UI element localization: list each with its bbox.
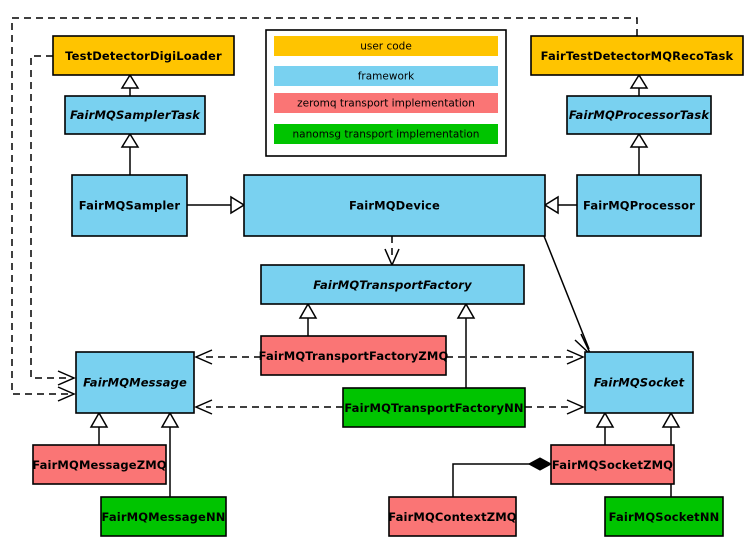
legend-item-zeromq: zeromq transport implementation <box>274 93 498 113</box>
edge-factory-zmq-to-message <box>194 349 261 365</box>
node-fair-test-detector-mq-reco-task[interactable]: FairTestDetectorMQRecoTask <box>530 35 744 76</box>
edge-factory-nn-to-message <box>194 399 343 415</box>
node-layer: TestDetectorDigiLoader FairMQSamplerTask… <box>32 35 744 537</box>
edge-device-to-transport-factory <box>384 236 400 267</box>
edge-sampler-to-device <box>187 195 246 215</box>
node-label: FairMQSocketZMQ <box>552 458 673 472</box>
edge-socket-zmq-composes-context-zmq <box>452 457 553 497</box>
legend-label-user-code: user code <box>360 41 412 53</box>
edge-digi-loader-to-message <box>30 55 76 386</box>
legend-item-user-code: user code <box>274 36 498 56</box>
node-label: FairTestDetectorMQRecoTask <box>541 49 734 63</box>
node-label: TestDetectorDigiLoader <box>65 49 222 63</box>
node-fairmq-socket-zmq[interactable]: FairMQSocketZMQ <box>550 444 675 485</box>
edge-reco-task-to-message <box>11 17 638 402</box>
node-label: FairMQSamplerTask <box>70 108 201 122</box>
edge-sampler-to-sampler-task <box>120 132 140 175</box>
legend-swatch-framework <box>274 66 498 86</box>
node-box[interactable] <box>71 174 188 237</box>
node-fairmq-device[interactable]: FairMQDevice <box>243 174 546 237</box>
node-label: FairMQSampler <box>79 199 181 213</box>
edge-sampler-task-to-digi-loader <box>120 73 140 96</box>
node-box[interactable] <box>64 95 206 135</box>
node-fairmq-transport-factory-zmq[interactable]: FairMQTransportFactoryZMQ <box>259 335 449 376</box>
node-box[interactable] <box>584 351 694 414</box>
node-label: FairMQTransportFactory <box>313 278 472 292</box>
node-fairmq-processor[interactable]: FairMQProcessor <box>576 174 702 237</box>
node-test-detector-digi-loader[interactable]: TestDetectorDigiLoader <box>52 35 235 76</box>
node-label: FairMQMessage <box>83 376 187 390</box>
node-box[interactable] <box>100 496 227 537</box>
edge-message-zmq-to-message <box>89 411 109 445</box>
node-box[interactable] <box>260 335 447 376</box>
node-box[interactable] <box>550 444 675 485</box>
edge-processor-to-processor-task <box>629 132 649 175</box>
node-label: FairMQTransportFactoryNN <box>344 401 523 415</box>
legend: user code framework zeromq transport imp… <box>265 29 507 157</box>
node-fairmq-message[interactable]: FairMQMessage <box>75 351 195 414</box>
edge-device-to-socket <box>543 235 592 356</box>
legend-item-framework: framework <box>274 66 498 86</box>
legend-item-nanomsg: nanomsg transport implementation <box>274 124 498 144</box>
legend-swatch-nanomsg <box>274 124 498 144</box>
node-label: FairMQMessageNN <box>102 510 226 524</box>
node-label: FairMQProcessor <box>583 199 695 213</box>
node-box[interactable] <box>566 95 712 135</box>
node-box[interactable] <box>243 174 546 237</box>
node-fairmq-sampler-task[interactable]: FairMQSamplerTask <box>64 95 206 135</box>
node-fairmq-sampler[interactable]: FairMQSampler <box>71 174 188 237</box>
legend-label-zeromq: zeromq transport implementation <box>297 98 475 110</box>
node-box[interactable] <box>604 496 724 537</box>
node-box[interactable] <box>32 444 167 485</box>
edge-transport-factory-nn-to-factory <box>456 302 476 388</box>
edge-factory-zmq-to-socket <box>446 349 585 365</box>
node-label: FairMQSocket <box>594 376 685 390</box>
edge-message-nn-to-message <box>160 411 180 497</box>
edge-transport-factory-zmq-to-factory <box>298 302 318 336</box>
node-box[interactable] <box>75 351 195 414</box>
edge-factory-nn-to-socket <box>525 399 585 415</box>
node-label: FairMQContextZMQ <box>388 510 517 524</box>
edge-processor-to-device <box>543 195 577 215</box>
node-fairmq-socket[interactable]: FairMQSocket <box>584 351 694 414</box>
node-box[interactable] <box>530 35 744 76</box>
node-box[interactable] <box>342 387 526 428</box>
node-fairmq-processor-task[interactable]: FairMQProcessorTask <box>566 95 712 135</box>
node-box[interactable] <box>260 264 525 305</box>
node-fairmq-message-zmq[interactable]: FairMQMessageZMQ <box>32 444 167 485</box>
node-fairmq-transport-factory-nn[interactable]: FairMQTransportFactoryNN <box>342 387 526 428</box>
node-fairmq-socket-nn[interactable]: FairMQSocketNN <box>604 496 724 537</box>
node-fairmq-message-nn[interactable]: FairMQMessageNN <box>100 496 227 537</box>
legend-label-framework: framework <box>358 71 415 83</box>
node-label: FairMQTransportFactoryZMQ <box>259 349 449 363</box>
node-label: FairMQSocketNN <box>609 510 720 524</box>
node-label: FairMQDevice <box>349 199 440 213</box>
node-fairmq-context-zmq[interactable]: FairMQContextZMQ <box>388 496 517 537</box>
node-box[interactable] <box>388 496 517 537</box>
legend-swatch-zeromq <box>274 93 498 113</box>
node-fairmq-transport-factory[interactable]: FairMQTransportFactory <box>260 264 525 305</box>
edge-socket-zmq-to-socket <box>595 411 615 445</box>
edge-processor-task-to-reco-task <box>629 73 649 96</box>
node-box[interactable] <box>576 174 702 237</box>
legend-swatch-user-code <box>274 36 498 56</box>
node-label: FairMQMessageZMQ <box>32 458 167 472</box>
node-box[interactable] <box>52 35 235 76</box>
node-label: FairMQProcessorTask <box>569 108 710 122</box>
legend-label-nanomsg: nanomsg transport implementation <box>293 129 480 141</box>
